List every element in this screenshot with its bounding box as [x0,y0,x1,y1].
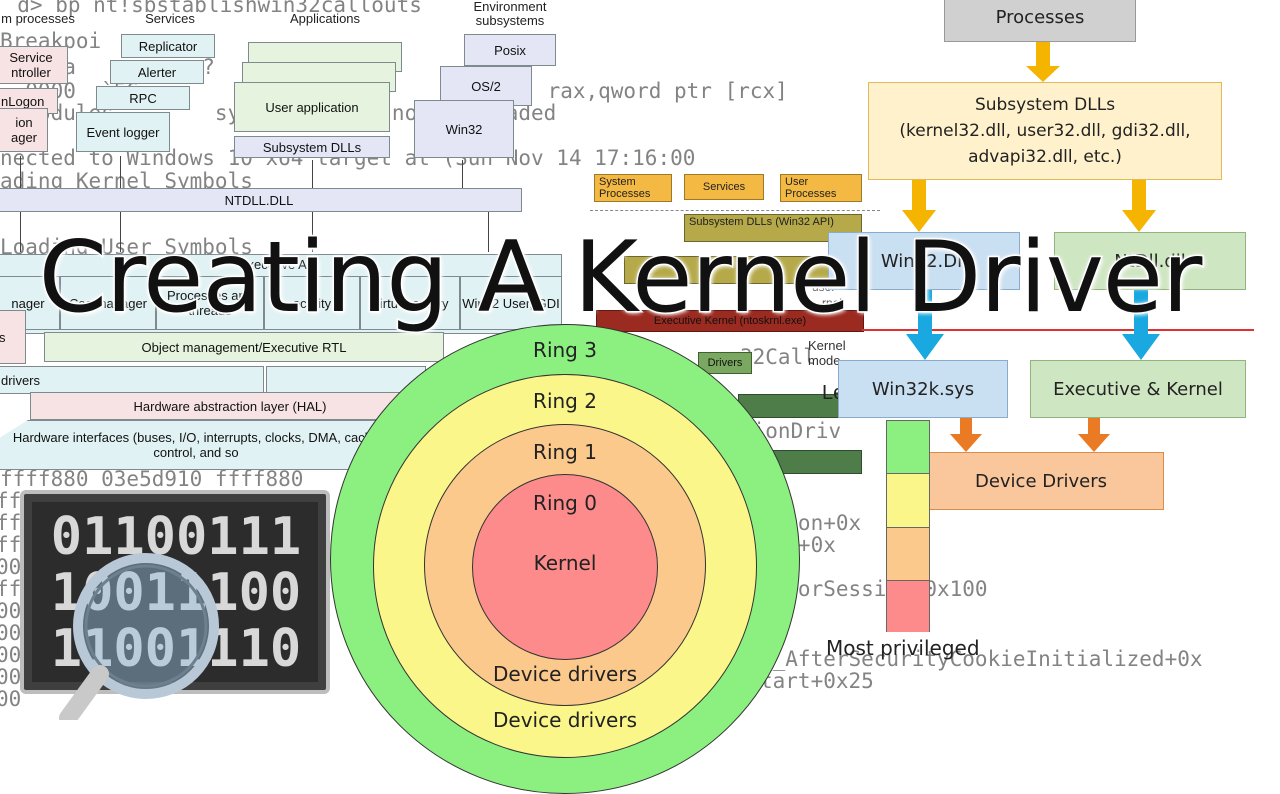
privilege-level-bar [886,420,930,632]
flow-chart: Processes Subsystem DLLs (kernel32.dll, … [828,0,1246,510]
privilege-level-3 [887,421,929,474]
console-line: V_AfterSecurityCookieInitialized+0x [760,647,1203,671]
ntdll-bar: NTDLL.DLL [0,188,522,212]
blue-arrow-win32k [906,290,944,360]
subsystem-dlls-api-box: Subsystem DLLs (Win32 API) [684,214,862,242]
session-manager-box: ion ager [0,108,48,152]
user-application-box: User application [234,82,390,132]
exec-item-virtual-memory: Virtu memory [360,276,460,330]
most-privileged-label: Most privileged [826,636,980,660]
connector [20,156,21,188]
orange-arrow-right [1078,418,1110,452]
flow-arrows [902,42,1160,452]
exec-item-processes: Processes and threads [156,276,264,330]
posix-box: Posix [464,34,556,66]
gold-arrow-win32 [902,178,936,232]
connector [462,160,463,188]
connector [488,212,489,252]
exec-item-security: ecurity [264,276,360,330]
win32k-box: Win32k.sys [838,360,1008,418]
connector [120,212,121,252]
device-drivers-box: Device Drivers [918,452,1164,510]
service-controller-box: Service ntroller [0,46,68,84]
user-processes-box: User Processes [780,174,862,202]
kernel-fragment: rnel [822,296,843,310]
exec-item-win32-user-gdi: Win32 User, GDI [460,276,562,330]
console-line: rax,qword ptr [rcx] [320,79,788,103]
boundary-line [590,210,880,211]
gold-arrow-processes [1026,42,1060,82]
env-subsystems-header: Environment subsystems [473,0,547,28]
win32-box: Win32 [414,100,514,158]
page-title: Creating A Kernel Driver [37,220,1204,337]
services-header: Services [145,11,195,26]
applications-header: Applications [289,11,361,26]
alerter-box: Alerter [110,60,204,84]
connector [312,212,313,252]
blue-arrow-executive [1122,290,1160,360]
gold-arrow-ntdll [1122,178,1156,232]
services-box: Services [684,174,764,200]
console-line: Loading User Symbols [0,235,253,259]
system-processes-header: m processes [1,11,75,26]
console-line: ffff880 03e5d910 ffff880 [0,467,304,491]
privilege-level-1 [887,528,929,581]
system-processes-box: System Processes [594,174,672,202]
win32-dll-box: Win32.Dll [828,232,1020,290]
pink-fragment: s [0,310,26,364]
connector [312,160,313,188]
drivers-bar: drivers [0,366,264,394]
privilege-level-0 [887,581,929,632]
event-logger-box: Event logger [76,112,170,152]
privilege-level-2 [887,474,929,528]
console-line: ading Kernel Symbols [0,169,253,193]
subsystem-dlls-box: Subsystem DLLs (kernel32.dll, user32.dll… [868,82,1222,180]
processes-box: Processes [944,0,1136,42]
user-kernel-divider [862,329,1254,331]
kernel-mode-label: Kernel mode [808,338,846,368]
os2-box: OS/2 [440,66,532,106]
console-line: d> bp nt!sbstablishwin32callouts [0,0,422,17]
connector [120,156,121,188]
app-subsystem-dlls-box: Subsystem DLLs [234,136,390,158]
executive-kernel-flow-box: Executive & Kernel [1030,360,1246,418]
binary-magnifier-icon: 01100111 10011100 11001110 [18,488,334,727]
replicator-box: Replicator [121,34,215,58]
connector [20,212,21,252]
orange-arrow-left [950,418,982,452]
exec-item-cache-manager: Cac manager [60,276,156,330]
rpc-box: RPC [96,86,190,110]
svg-text:01100111: 01100111 [51,507,301,567]
console-line: msForSession+0x100 [760,577,988,601]
ntdll-box: NtDll.dll [1054,232,1246,290]
